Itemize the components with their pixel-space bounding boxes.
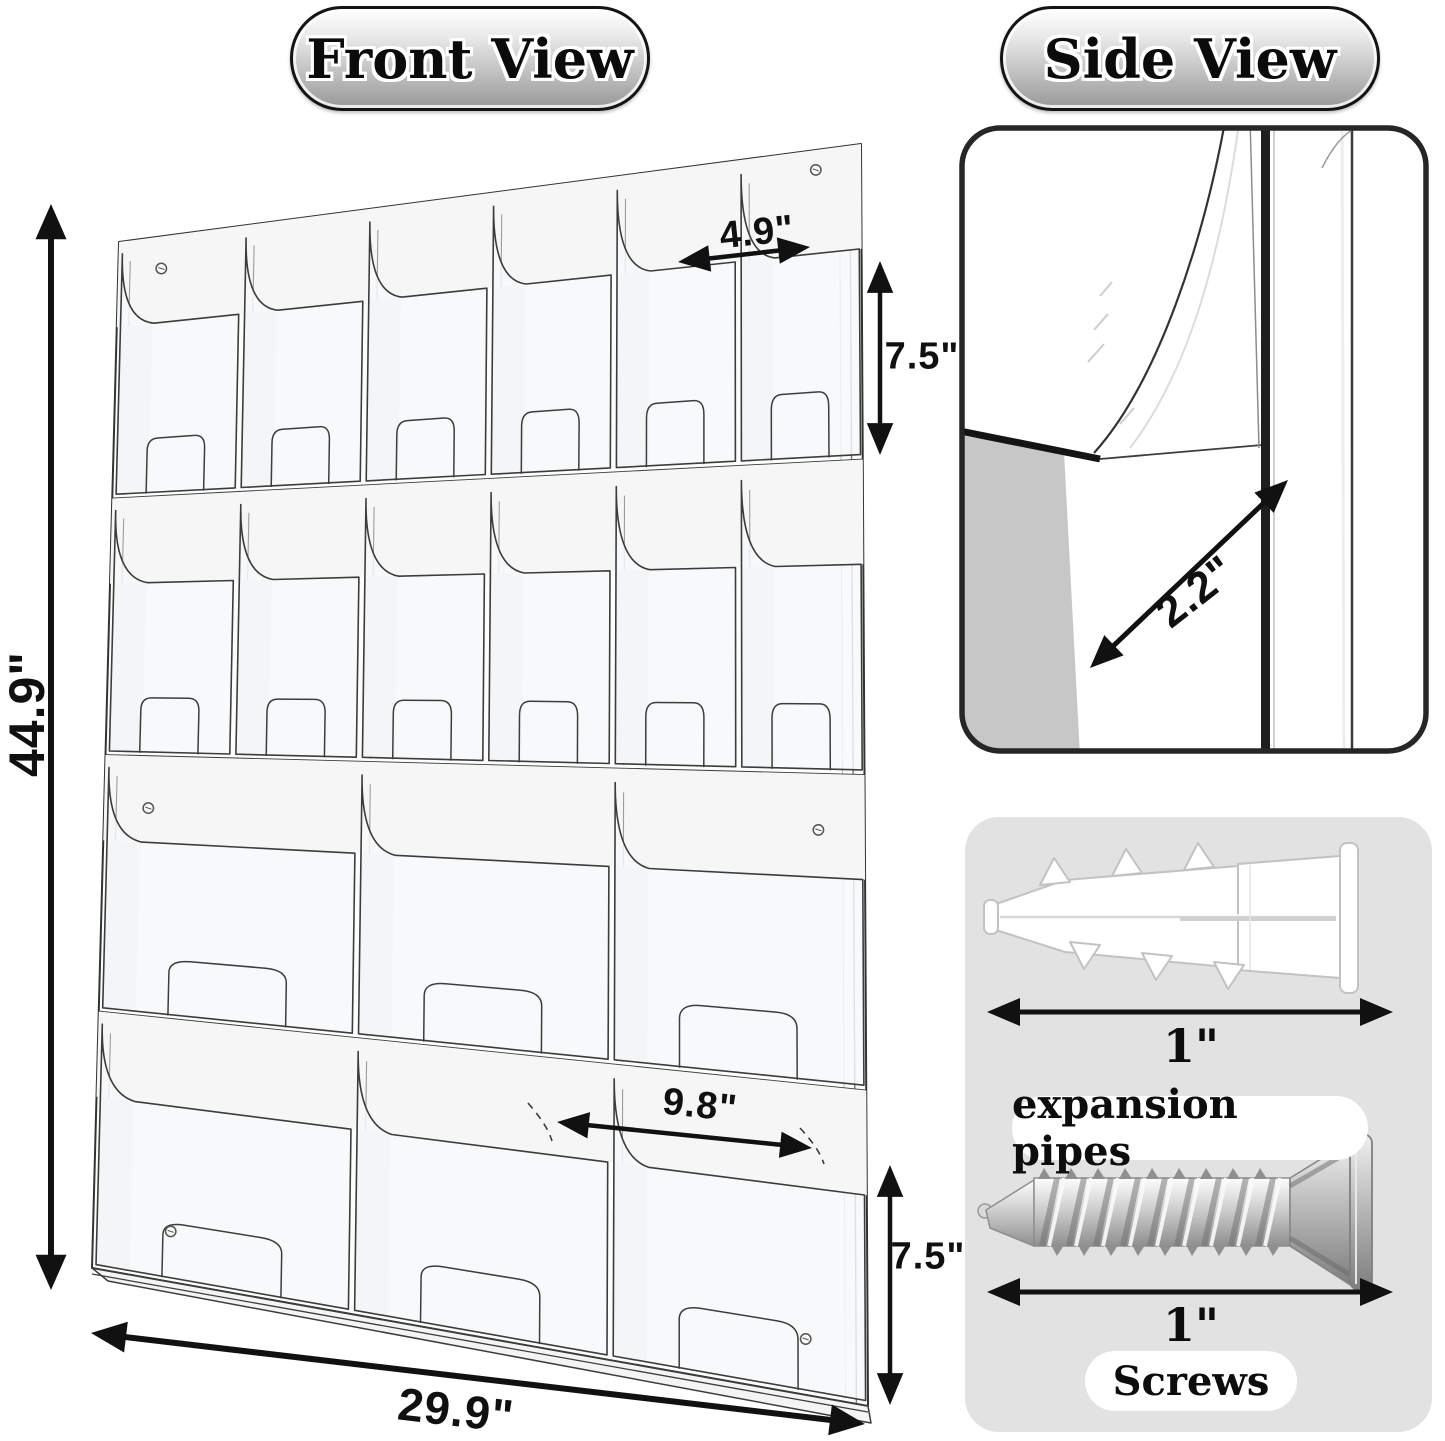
dim-small-pocket-height: 7.5" — [884, 335, 960, 378]
side-view-label: Side View — [1043, 26, 1337, 91]
front-view-pill: Front View — [290, 6, 650, 111]
side-view-pill: Side View — [1000, 6, 1380, 111]
side-view-drawing — [962, 128, 1426, 751]
expansion-pipe-image — [983, 842, 1359, 994]
dim-overall-height: 44.9" — [0, 650, 55, 778]
expansion-pipes-pill: expansion pipes — [1012, 1081, 1368, 1175]
screws-label: Screws — [1112, 1357, 1270, 1405]
dim-expansion-pipe-length: 1" — [1163, 1019, 1219, 1073]
screws-pill: Screws — [1085, 1351, 1297, 1411]
side-view-frame — [959, 125, 1429, 754]
dim-large-pocket-height: 7.5" — [890, 1235, 966, 1278]
expansion-pipes-label: expansion pipes — [1012, 1081, 1238, 1175]
dim-large-pocket-width: 9.8" — [660, 1080, 740, 1131]
dim-screw-length: 1" — [1163, 1298, 1219, 1352]
dimension-arrows — [35, 204, 1393, 1436]
dim-small-pocket-width: 4.9" — [717, 207, 797, 258]
front-view-label: Front View — [306, 26, 634, 91]
